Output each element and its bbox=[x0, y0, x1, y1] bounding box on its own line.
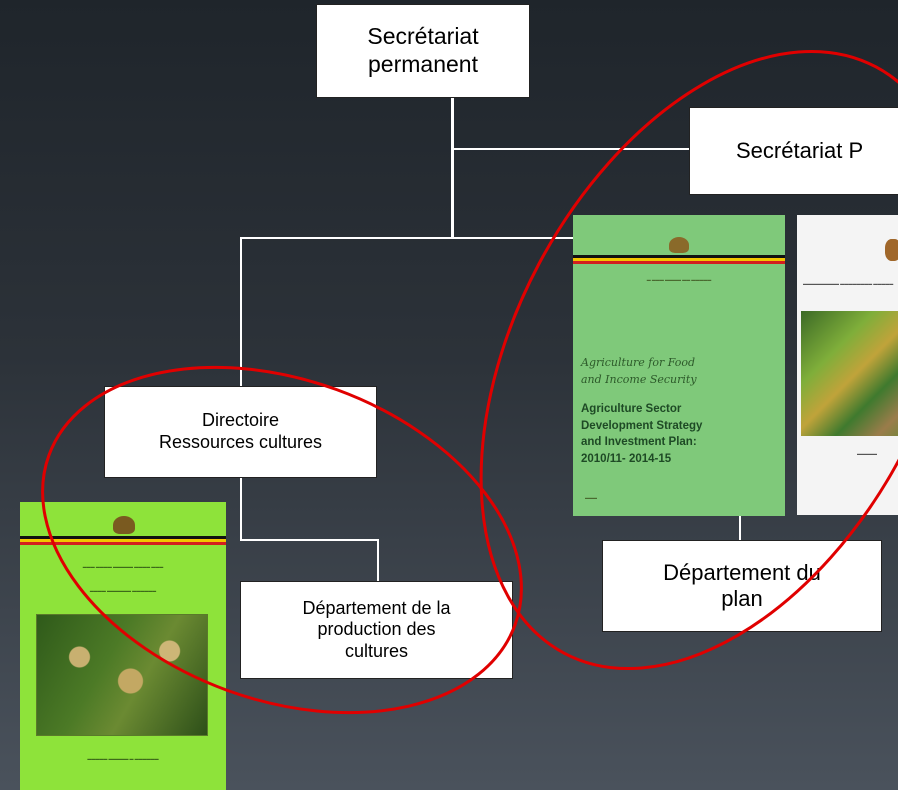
connector-line bbox=[453, 148, 691, 150]
secretariat-p-box: Secrétariat P bbox=[689, 107, 898, 195]
highlight-ring-crop-production bbox=[41, 365, 523, 715]
connector-line bbox=[240, 237, 575, 239]
connector-line bbox=[451, 98, 454, 238]
crop-strategy-report-cover: ▬▬▬ ▬▬▬▬ ▬▬▬▬▬ ▬▬▬▬ ▬▬▬ ▬▬▬▬ ▬▬▬▬▬▬ ▬▬▬▬… bbox=[20, 502, 226, 790]
cover-fine-print: ▬▬▬▬▬ bbox=[857, 451, 877, 456]
connector-line bbox=[240, 478, 242, 540]
cover-fine-print: ▬ ▬▬▬ ▬▬▬▬ ▬▬ ▬▬▬▬▬ bbox=[646, 277, 712, 282]
planning-department-box: Département du plan bbox=[602, 540, 882, 632]
coat-of-arms-icon bbox=[669, 237, 689, 253]
millet-photo bbox=[36, 614, 208, 736]
cover-fine-print: ▬▬▬▬ ▬▬▬▬▬▬ ▬▬▬▬▬▬ bbox=[89, 588, 157, 593]
cover-title: Agriculture Sector Development Strategy … bbox=[581, 403, 703, 466]
crop-production-department-box: Département de la production des culture… bbox=[240, 581, 513, 679]
cover-fine-print: ▬▬▬▬▬▬▬▬▬ ▬▬▬▬▬▬▬▬ ▬▬▬▬▬ bbox=[803, 281, 894, 286]
cover-fine-print: ▬▬▬ bbox=[585, 495, 597, 500]
cover-subtitle: Agriculture for Food and Income Security bbox=[581, 356, 697, 386]
permanent-secretary-box: Secrétariat permanent bbox=[316, 4, 530, 98]
vegetables-photo bbox=[801, 311, 898, 436]
cover-fine-print: ▬▬▬ ▬▬▬▬ ▬▬▬▬▬ ▬▬▬▬ ▬▬▬ bbox=[82, 564, 164, 569]
cover-fine-print: ▬▬▬▬▬ ▬▬▬▬▬ ▬ ▬▬▬▬▬▬ bbox=[87, 756, 159, 761]
second-report-cover: ▬▬▬▬▬▬▬▬▬ ▬▬▬▬▬▬▬▬ ▬▬▬▬▬ ▬▬▬▬▬ bbox=[797, 215, 898, 515]
connector-line bbox=[739, 515, 741, 540]
connector-line bbox=[240, 539, 378, 541]
directorate-box: Directoire Ressources cultures bbox=[104, 386, 377, 478]
coat-of-arms-icon bbox=[113, 516, 135, 534]
connector-line bbox=[377, 539, 379, 581]
connector-line bbox=[240, 237, 242, 387]
highlight-ring-planning bbox=[479, 49, 898, 671]
coat-of-arms-icon bbox=[885, 239, 898, 261]
dsip-report-cover: ▬ ▬▬▬ ▬▬▬▬ ▬▬ ▬▬▬▬▬ Agriculture for Food… bbox=[573, 215, 785, 516]
